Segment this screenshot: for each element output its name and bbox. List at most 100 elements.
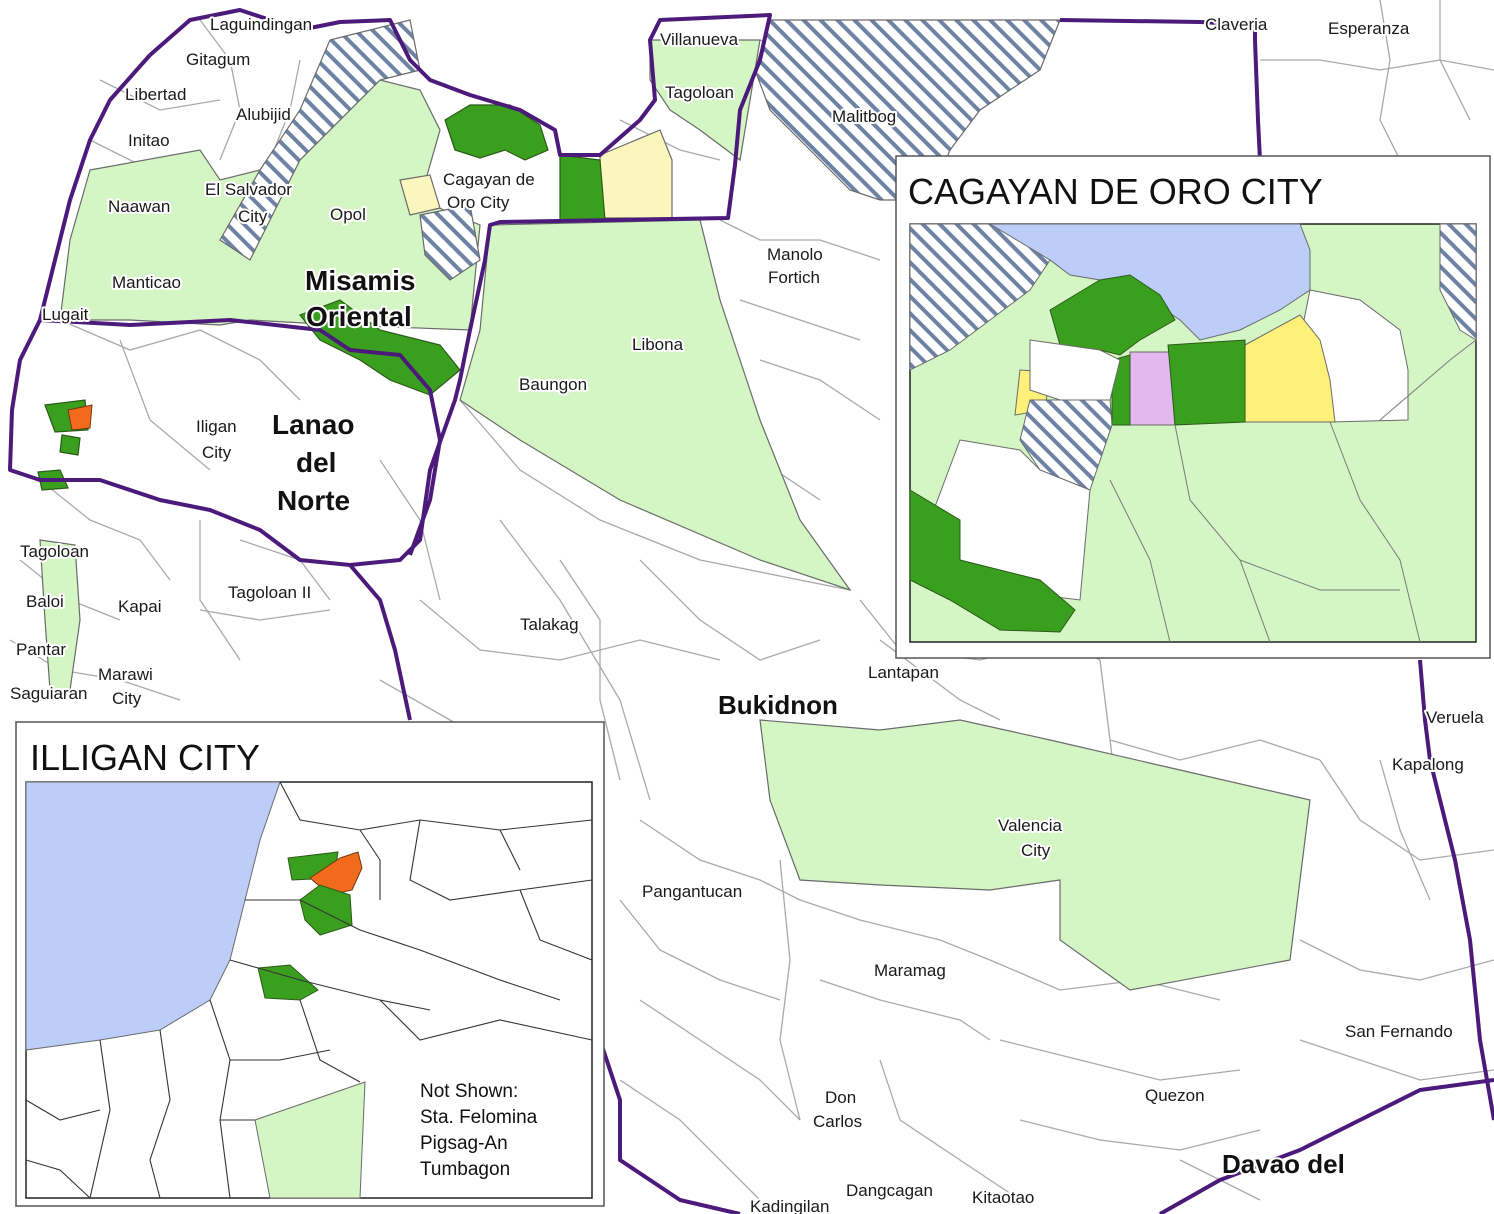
municipality-baloi-strip <box>39 539 81 691</box>
label-saguiaran: Saguiaran <box>10 684 88 703</box>
label-kadingilan: Kadingilan <box>750 1197 829 1214</box>
highlight-light-green <box>39 39 1311 991</box>
hatched-alubijid <box>219 19 421 261</box>
label-malitbog: Malitbog <box>832 107 896 126</box>
cdo-barangays <box>444 104 549 161</box>
municipality-valencia <box>759 719 1311 991</box>
label-libona: Libona <box>632 335 684 354</box>
label-valencia: Valencia <box>998 816 1062 835</box>
inset-iligan-map: Not Shown: Sta. Felomina Pigsag-An Tumba… <box>25 781 593 1199</box>
label-veruela: Veruela <box>1426 708 1484 727</box>
inset-cagayan-de-oro: CAGAYAN DE ORO CITY <box>895 155 1491 659</box>
inset-iligan-green-3 <box>257 964 319 1001</box>
davao-boundary <box>1159 1078 1494 1214</box>
inset-note-line-4: Tumbagon <box>420 1159 510 1180</box>
label-talakag: Talakag <box>520 615 579 634</box>
label-kapalong: Kapalong <box>1392 755 1464 774</box>
label-cdo: Cagayan de <box>443 170 535 189</box>
municipality-libona-baungon <box>459 219 852 592</box>
label-oriental: Oriental <box>306 301 412 332</box>
label-opol: Opol <box>330 205 366 224</box>
lanao-west-coast <box>8 319 412 721</box>
label-carlos: Carlos <box>813 1112 862 1131</box>
label-naawan: Naawan <box>108 197 170 216</box>
label-villanueva: Villanueva <box>660 30 739 49</box>
misamis-oriental-boundary <box>148 8 772 567</box>
label-tagoloan-ldn: Tagoloan <box>20 542 89 561</box>
label-tagoloan-mo: Tagoloan <box>665 83 734 102</box>
label-norte: Norte <box>277 485 350 516</box>
label-baloi: Baloi <box>26 592 64 611</box>
inset-iligan-title: ILLIGAN CITY <box>30 737 260 778</box>
label-manticao: Manticao <box>112 273 181 292</box>
label-libertad: Libertad <box>125 85 186 104</box>
label-lantapan: Lantapan <box>868 663 939 682</box>
label-claveria: Claveria <box>1205 15 1268 34</box>
inset-note-line-1: Not Shown: <box>420 1081 518 1102</box>
inset-cdo-map <box>909 223 1477 643</box>
label-davao: Davao del <box>1222 1149 1345 1179</box>
label-maramag: Maramag <box>874 961 946 980</box>
label-pantar: Pantar <box>16 640 66 659</box>
label-tagoloan-ii: Tagoloan II <box>228 583 311 602</box>
label-el-salvador: El Salvador <box>205 180 292 199</box>
inset-iligan-water <box>25 781 281 1051</box>
label-iligan-city: City <box>202 443 232 462</box>
inset-iligan: ILLIGAN CITY <box>15 721 605 1207</box>
label-el-salvador-city: City <box>238 207 268 226</box>
highlight-pale-yellow <box>399 129 673 219</box>
label-dangcagan: Dangcagan <box>846 1181 933 1200</box>
label-fortich: Fortich <box>768 268 820 287</box>
label-cdo-city: Oro City <box>447 193 510 212</box>
iligan-orange <box>67 404 93 431</box>
label-lanao: Lanao <box>272 409 354 440</box>
label-quezon: Quezon <box>1145 1086 1205 1105</box>
label-gitagum: Gitagum <box>186 50 250 69</box>
inset-cdo-green-south <box>909 489 1076 633</box>
bukidnon-east-boundary <box>1253 39 1262 161</box>
opol-green-strip <box>299 299 461 396</box>
inset-cdo-green-center <box>1167 339 1246 426</box>
province-boundaries <box>8 8 1494 1214</box>
label-baungon: Baungon <box>519 375 587 394</box>
label-marawi: Marawi <box>98 665 153 684</box>
inset-iligan-light-green <box>254 1081 366 1199</box>
label-lugait: Lugait <box>42 305 89 324</box>
label-marawi-city: City <box>112 689 142 708</box>
inset-cdo-hatch-west <box>909 223 1051 371</box>
inset-note-line-2: Sta. Felomina <box>420 1107 538 1128</box>
label-bukidnon: Bukidnon <box>718 690 838 720</box>
west-coast-north <box>38 53 152 321</box>
inset-note-line-3: Pigsag-An <box>420 1133 508 1154</box>
label-san-fernando: San Fernando <box>1345 1022 1453 1041</box>
province-labels: Misamis Oriental Lanao del Norte Bukidno… <box>270 263 1347 1181</box>
label-valencia-city: City <box>1021 841 1051 860</box>
label-esperanza: Esperanza <box>1328 19 1410 38</box>
inset-cdo-title: CAGAYAN DE ORO CITY <box>908 171 1323 212</box>
claveria-boundary <box>1059 18 1257 40</box>
label-manolo: Manolo <box>767 245 823 264</box>
inset-cdo-hatch-east <box>1439 223 1477 341</box>
inset-cdo-lilac <box>1129 351 1176 426</box>
hatched-areas <box>219 19 1061 281</box>
label-initao: Initao <box>128 131 170 150</box>
municipality-labels: Laguindingan Gitagum Libertad Alubijid I… <box>8 13 1486 1214</box>
inset-iligan-green-2 <box>299 884 353 936</box>
label-alubijid: Alubijid <box>236 105 291 124</box>
label-kitaotao: Kitaotao <box>972 1188 1034 1207</box>
label-don: Don <box>825 1088 856 1107</box>
hatched-opol-south <box>419 204 481 281</box>
label-misamis: Misamis <box>305 265 416 296</box>
misamis-lanao-boundary <box>39 318 442 556</box>
east-boundary-lower <box>1418 659 1494 1121</box>
label-iligan: Iligan <box>196 417 237 436</box>
south-boundary <box>598 1039 741 1214</box>
label-pangantucan: Pangantucan <box>642 882 742 901</box>
label-del: del <box>296 447 336 478</box>
label-laguindingan: Laguindingan <box>210 15 312 34</box>
iligan-green-2 <box>59 434 81 456</box>
inset-cdo-water <box>988 223 1311 341</box>
label-kapai: Kapai <box>118 597 161 616</box>
